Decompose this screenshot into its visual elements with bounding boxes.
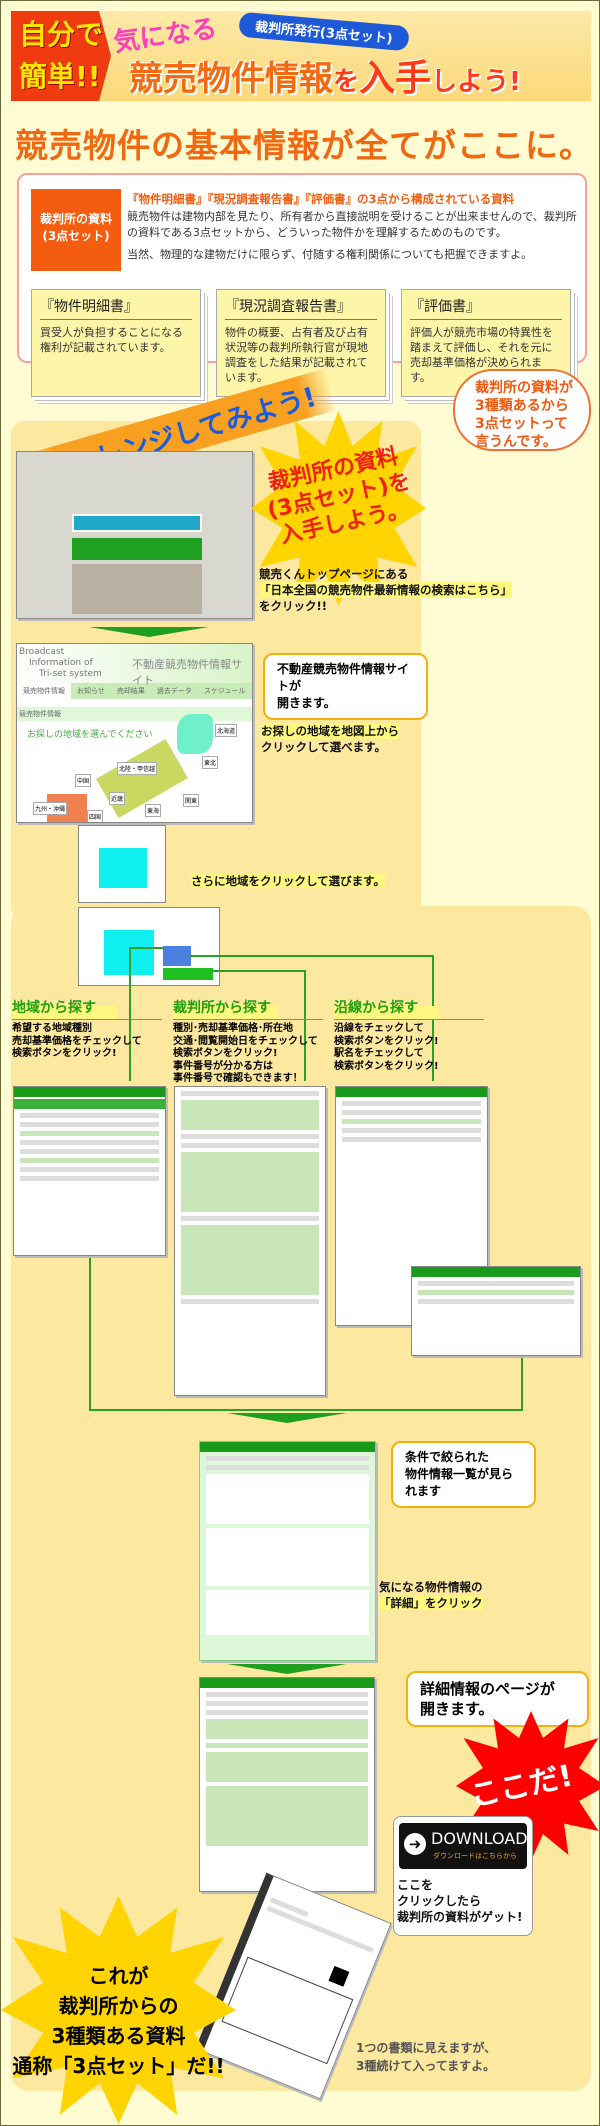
step2-text: お探しの地域を地図上からクリックして選べます。: [261, 723, 399, 754]
arrow-right-icon: ➜: [404, 1833, 426, 1855]
region-search-screenshot: [13, 1086, 166, 1256]
headline: 競売物件の基本情報が全てがここに。: [15, 126, 593, 165]
header-title: 競売物件情報を入手しよう!: [129, 58, 521, 99]
detail-bubble: 詳細情報のページが開きます。: [406, 1671, 589, 1727]
site-open-bubble: 不動産競売物件情報サイトが開きます。: [263, 653, 428, 720]
download-note: ここをクリックしたら裁判所の資料がゲット!: [397, 1878, 523, 1924]
step3-text: さらに地域をクリックして選びます。: [191, 874, 386, 888]
download-button[interactable]: ➜ DOWNLOAD ダウンロードはこちらから: [399, 1823, 528, 1869]
tab[interactable]: 競売物件情報: [17, 683, 71, 699]
station-search-screenshot: [411, 1266, 581, 1356]
final-note: 1つの書類に見えますが、3種続けて入ってますよ。: [356, 2041, 497, 2073]
column-court: 裁判所から探す種別･売却基準価格･所在地交通･閲覧開始日をチェックして検索ボタン…: [173, 997, 331, 1086]
results-bubble: 条件で絞られた物件情報一覧が見られます: [391, 1441, 536, 1508]
column-line: 沿線から探す沿線をチェックして検索ボタンをクリック!駅名をチェックして検索ボタン…: [334, 997, 492, 1073]
easy-badge: 自分で簡単!!: [11, 11, 111, 101]
info-text: 競売物件は建物内部を見たり、所有者から直接説明を受けることが出来ませんので、裁判…: [127, 210, 577, 261]
down-arrow: [89, 627, 209, 637]
down-arrow: [227, 1413, 347, 1423]
detail-screenshot: [199, 1677, 375, 1892]
tab[interactable]: お知らせ: [77, 687, 105, 695]
info-heading: 『物件明細書』『現況調査報告書』『評価書』の3点から構成されている資料: [127, 192, 515, 206]
card-bukken-meisaisho: 『物件明細書』買受人が負担することになる権利が記載されています。: [31, 289, 201, 397]
map-honshu[interactable]: [96, 739, 188, 818]
search-link-banner[interactable]: [72, 514, 202, 532]
tab[interactable]: 過去データ: [156, 687, 192, 695]
column-region: 地域から探す希望する地域種別売却基準価格をチェックして検索ボタンをクリック!: [12, 997, 170, 1061]
top-page-screenshot: [16, 451, 253, 619]
down-arrow: [227, 1664, 347, 1674]
map-hokkaido[interactable]: [177, 714, 213, 754]
info-label: 裁判所の資料(3点セット): [31, 189, 121, 271]
kanto-map-zoom[interactable]: [78, 825, 166, 903]
site-tabs: 競売物件情報お知らせ 売却結果 過去データ スケジュール: [17, 683, 252, 699]
tab[interactable]: 売却結果: [116, 687, 145, 695]
tab[interactable]: スケジュール: [203, 687, 246, 695]
detail-click-text: 気になる物件情報の「詳細」をクリック: [379, 1580, 483, 1610]
court-search-screenshot: [174, 1086, 326, 1396]
results-screenshot: [199, 1441, 376, 1661]
step1-text: 競売くんトップページにある「日本全国の競売物件最新情報の検索はこちら」をクリック…: [259, 567, 512, 613]
